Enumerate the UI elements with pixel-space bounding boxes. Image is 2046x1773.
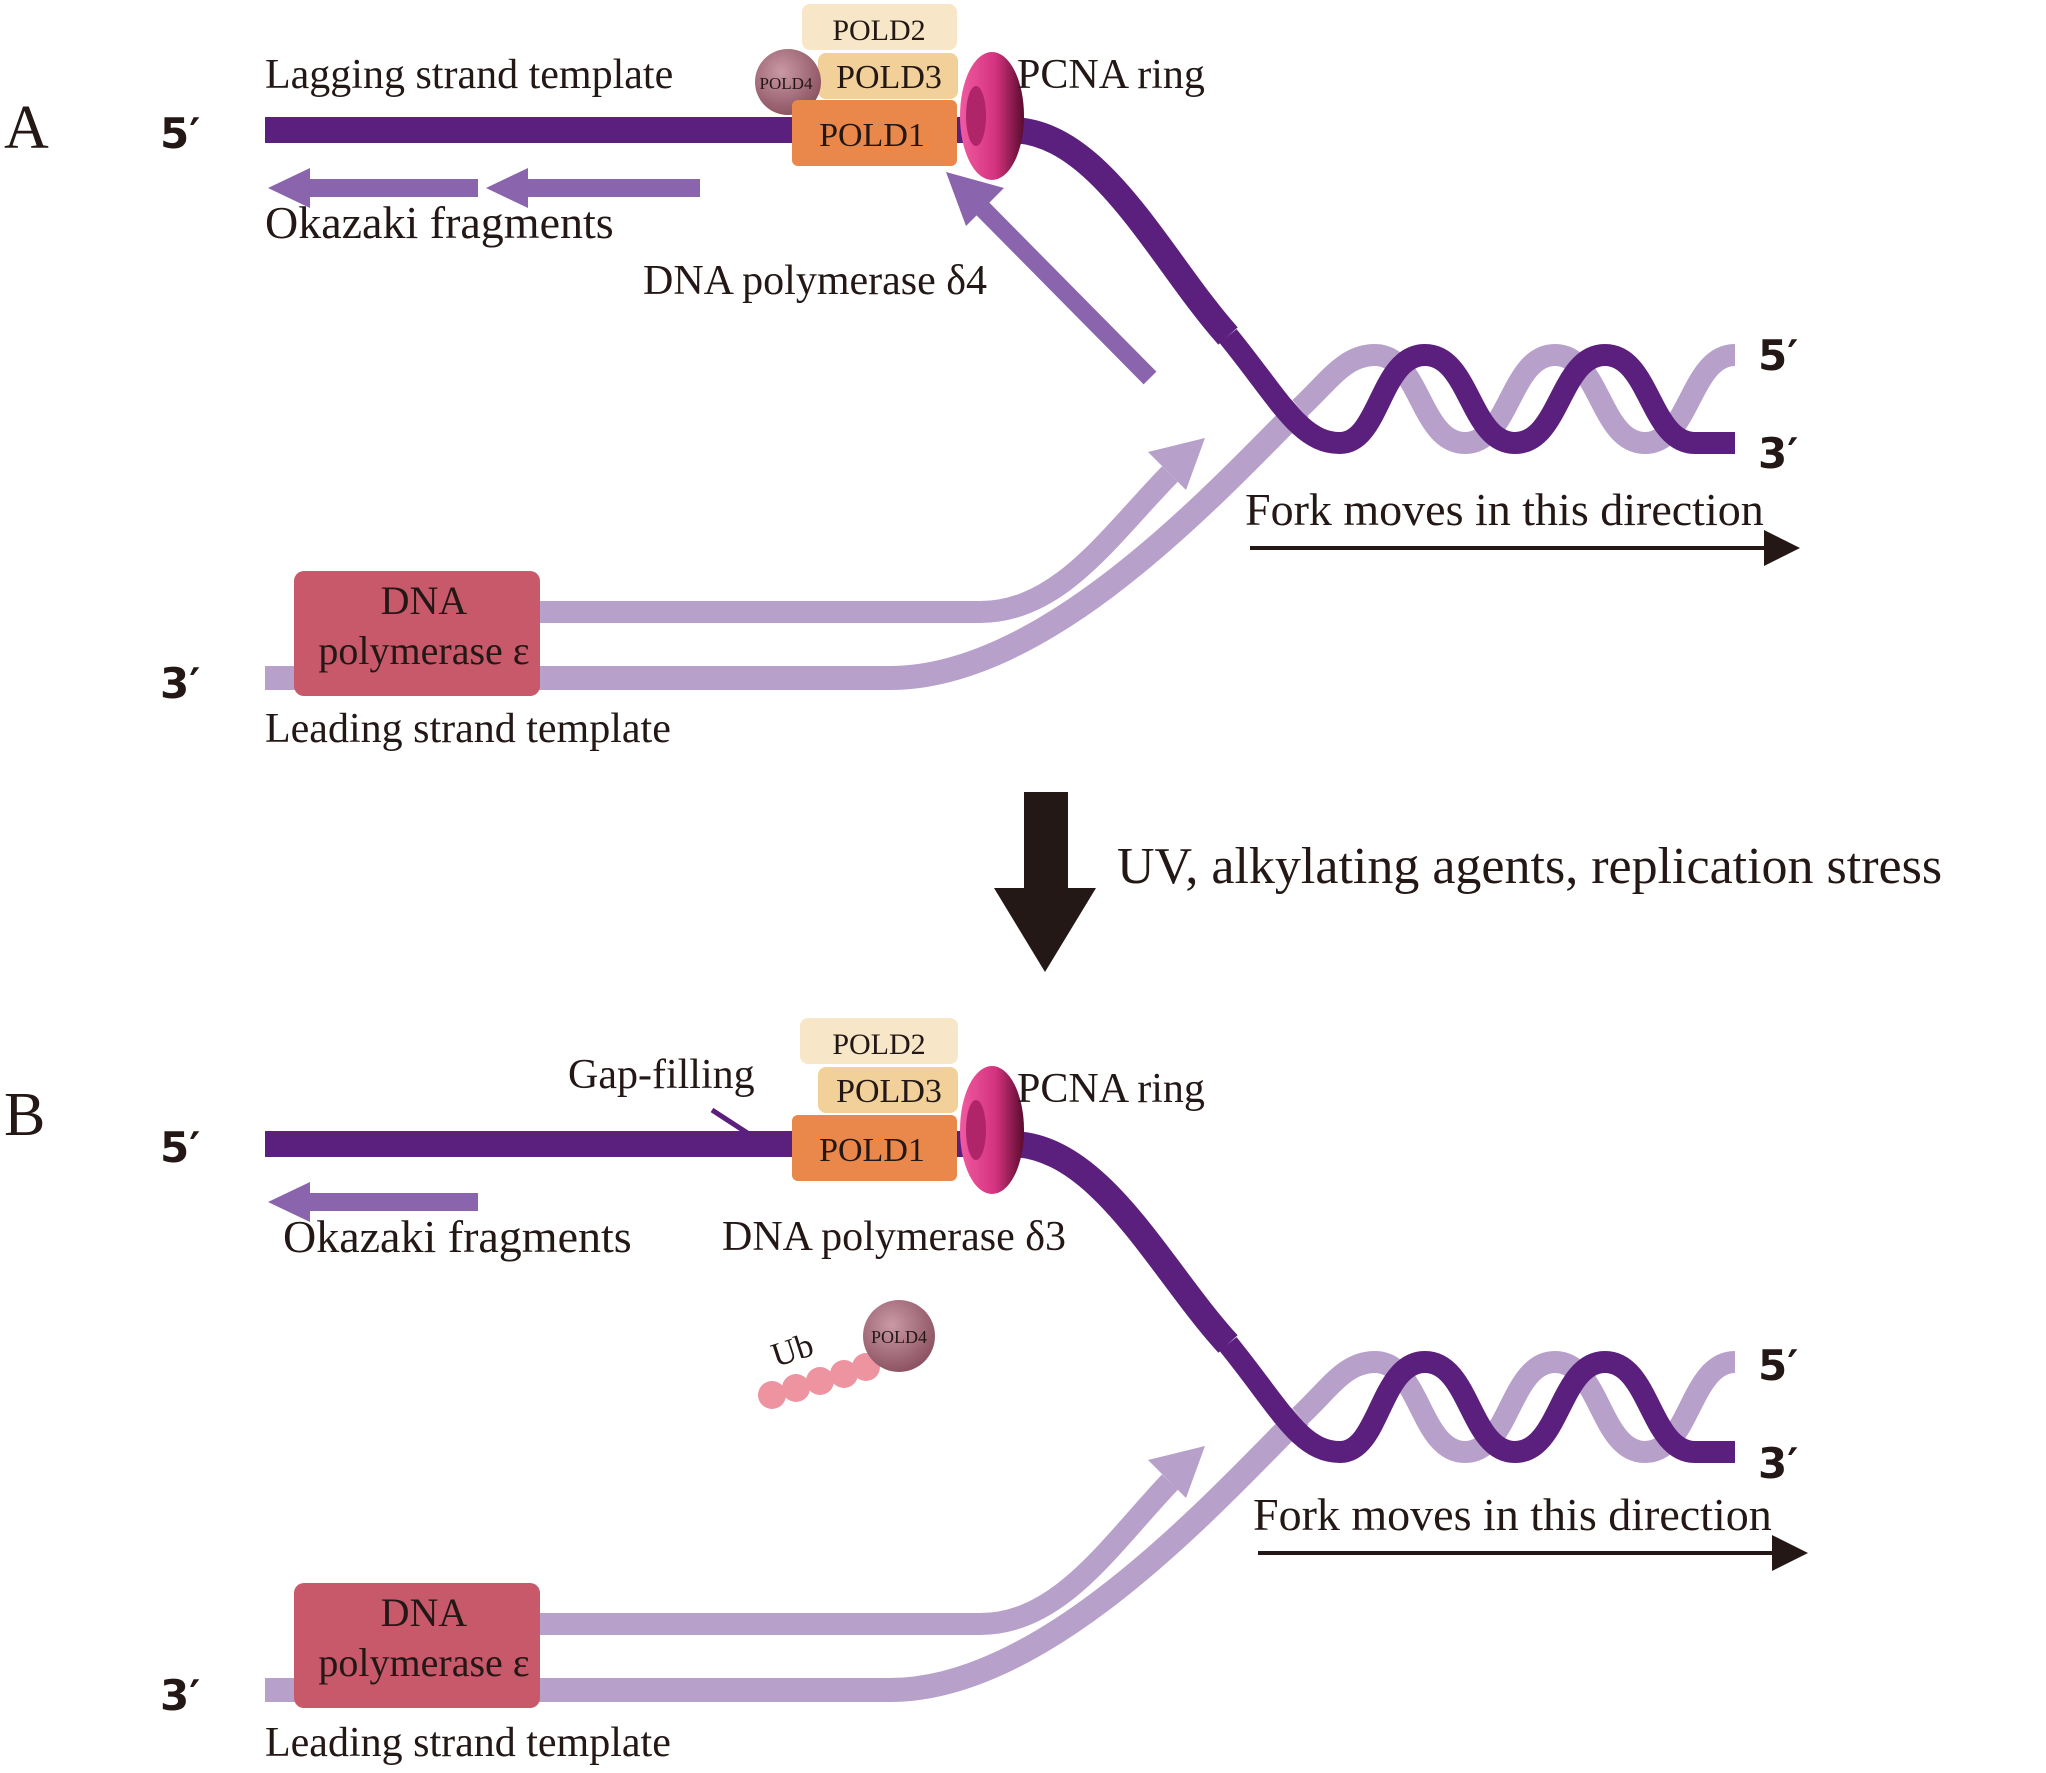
panel-b-letter: B: [4, 1081, 45, 1149]
pold1-subunit: [792, 1115, 957, 1181]
fork-direction-label: Fork moves in this direction: [1245, 484, 1764, 535]
leading-strand-arrowhead: [1148, 438, 1205, 490]
pold3-subunit: [818, 1067, 958, 1113]
pold2-subunit: [802, 4, 957, 50]
ub-label: Ub: [767, 1327, 818, 1375]
pold1-label: POLD1: [819, 117, 925, 154]
leading-strand-label: Leading strand template: [265, 706, 671, 752]
okazaki-fragments-label: Okazaki fragments: [265, 197, 614, 248]
pol-epsilon-line2: polymerase ε: [318, 628, 529, 673]
lagging-strand-label: Lagging strand template: [265, 52, 673, 98]
pol-epsilon-line1: DNA: [381, 578, 468, 623]
leading-strand-template: [265, 399, 1309, 690]
lagging-strand-template: [265, 1131, 1238, 1353]
pold2-label: POLD2: [832, 14, 925, 47]
helix-5prime-label: 5′: [1758, 331, 1798, 380]
fork-direction-arrow: [1250, 530, 1800, 566]
pold2-subunit: [800, 1018, 958, 1064]
pold3-subunit: [818, 53, 958, 99]
pol-epsilon-line2: polymerase ε: [318, 1640, 529, 1685]
leading-3prime-label: 3′: [160, 1671, 200, 1720]
dna-polymerase-epsilon: [294, 571, 540, 696]
pold1-label: POLD1: [819, 1132, 925, 1169]
leading-new-strand: [540, 466, 1178, 623]
okazaki-fragment-arrow: [486, 168, 700, 208]
helix-dark-strand: [1219, 329, 1735, 455]
helix-dark-strand: [1219, 1337, 1735, 1464]
pold1-subunit: [792, 100, 957, 166]
pcna-ring: [960, 1066, 1024, 1194]
pcna-ring-label: PCNA ring: [1017, 1066, 1205, 1112]
transition-arrow: [994, 792, 1096, 972]
panel-a: A POLD2 POLD3 POLD4 P: [4, 4, 1800, 752]
leading-strand-label: Leading strand template: [265, 1720, 671, 1766]
leading-strand-template: [265, 1407, 1309, 1702]
pold4-subunit: [755, 49, 821, 115]
leading-strand-arrowhead: [1148, 1446, 1205, 1498]
fork-direction-label: Fork moves in this direction: [1253, 1489, 1772, 1540]
gap-filling-pointer: [710, 1107, 754, 1139]
dna-polymerase-epsilon: [294, 1583, 540, 1708]
leading-new-strand: [540, 1474, 1178, 1635]
panel-b: B POLD2 POLD3 POLD1 5′ Gap-filling O: [4, 1018, 1808, 1766]
pol-epsilon-line1: DNA: [381, 1590, 468, 1635]
pold2-label: POLD2: [832, 1028, 925, 1061]
okazaki-fragment-arrow: [268, 168, 478, 208]
pold4-subunit: [863, 1300, 935, 1372]
helix-5prime-label: 5′: [1758, 1341, 1798, 1390]
gap-filling-label: Gap-filling: [568, 1052, 755, 1098]
pcna-ring: [960, 52, 1024, 180]
pold3-label: POLD3: [836, 1073, 942, 1110]
dna-polymerase-delta3-label: DNA polymerase δ3: [722, 1214, 1066, 1260]
helix-3prime-label: 3′: [1758, 1439, 1798, 1488]
lagging-5prime-label: 5′: [160, 109, 200, 158]
fork-direction-arrow: [1258, 1535, 1808, 1571]
pold4-label: POLD4: [760, 74, 813, 93]
okazaki-fragments-label: Okazaki fragments: [283, 1211, 632, 1262]
pold3-label: POLD3: [836, 59, 942, 96]
dna-polymerase-delta4-label: DNA polymerase δ4: [643, 258, 987, 304]
lagging-5prime-label: 5′: [160, 1123, 200, 1172]
lagging-strand-template: [265, 117, 1238, 345]
okazaki-fragment-arrow: [268, 1182, 478, 1222]
stress-conditions-label: UV, alkylating agents, replication stres…: [1117, 838, 1942, 895]
polymerase-direction-arrow: [946, 172, 1157, 385]
pcna-ring-label: PCNA ring: [1017, 52, 1205, 98]
panel-a-letter: A: [4, 94, 49, 162]
leading-3prime-label: 3′: [160, 659, 200, 708]
pold4-label: POLD4: [871, 1327, 927, 1347]
helix-3prime-label: 3′: [1758, 429, 1798, 478]
